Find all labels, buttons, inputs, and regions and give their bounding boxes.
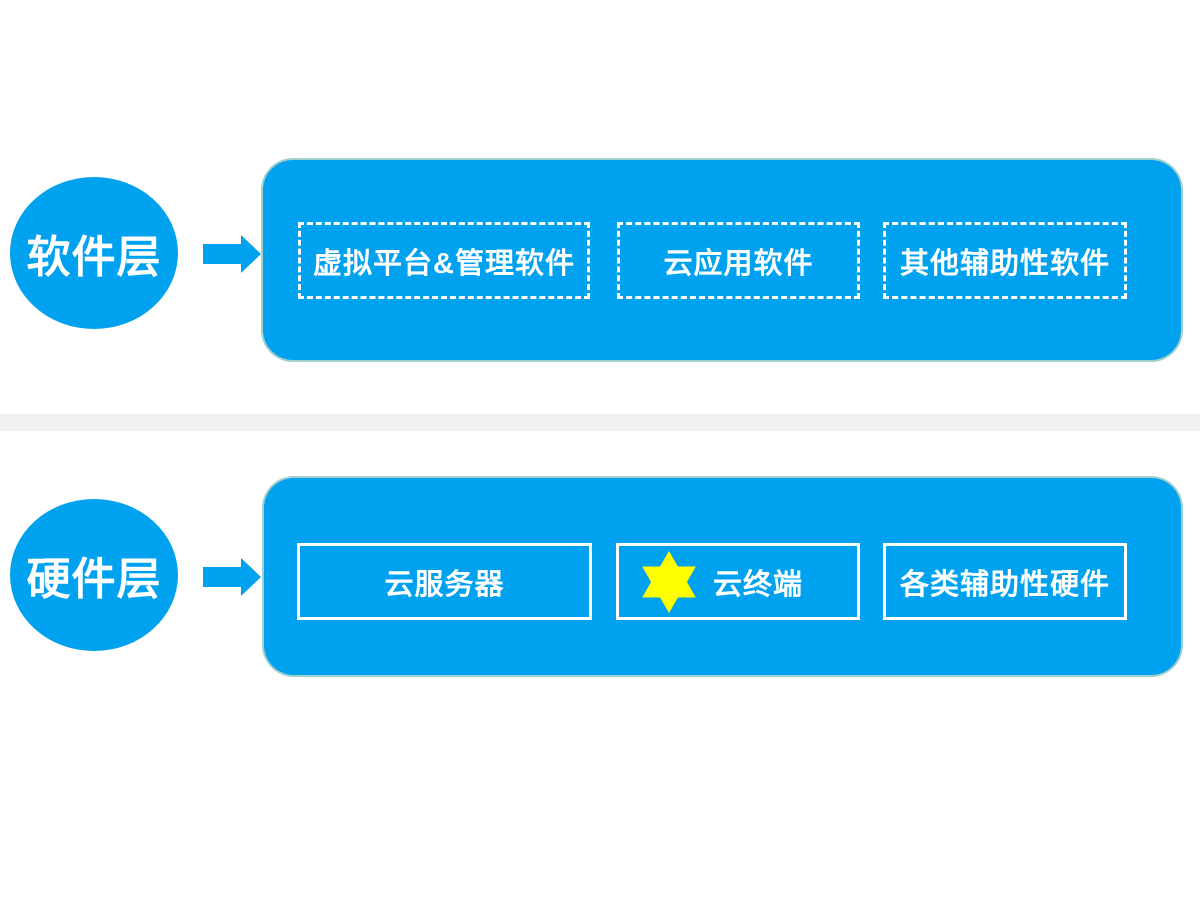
auxiliary-hardware-box: 各类辅助性硬件 (883, 543, 1127, 620)
hardware-layer-label: 硬件层 (26, 555, 162, 604)
section-divider (0, 414, 1200, 431)
box-label: 云终端 (713, 568, 804, 601)
arrow-right-icon (203, 558, 261, 596)
virtual-platform-management-software-box: 虚拟平台&管理软件 (298, 222, 590, 299)
arrow-right-icon (203, 235, 261, 273)
cloud-application-software-box: 云应用软件 (617, 222, 860, 299)
hardware-layer-panel: 云服务器 云终端 各类辅助性硬件 (262, 476, 1183, 677)
box-label: 云服务器 (384, 568, 505, 601)
other-auxiliary-software-box: 其他辅助性软件 (883, 222, 1127, 299)
star-icon (642, 550, 696, 613)
box-label: 其他辅助性软件 (899, 247, 1110, 280)
software-layer-panel: 虚拟平台&管理软件 云应用软件 其他辅助性软件 (261, 158, 1183, 362)
software-layer-circle: 软件层 (10, 177, 178, 329)
box-label: 云应用软件 (663, 247, 814, 280)
software-layer-label: 软件层 (26, 233, 162, 282)
box-label: 虚拟平台&管理软件 (313, 247, 575, 280)
hardware-layer-circle: 硬件层 (10, 499, 178, 651)
cloud-server-box: 云服务器 (297, 543, 592, 620)
cloud-terminal-box: 云终端 (616, 543, 860, 620)
box-label: 各类辅助性硬件 (899, 568, 1110, 601)
